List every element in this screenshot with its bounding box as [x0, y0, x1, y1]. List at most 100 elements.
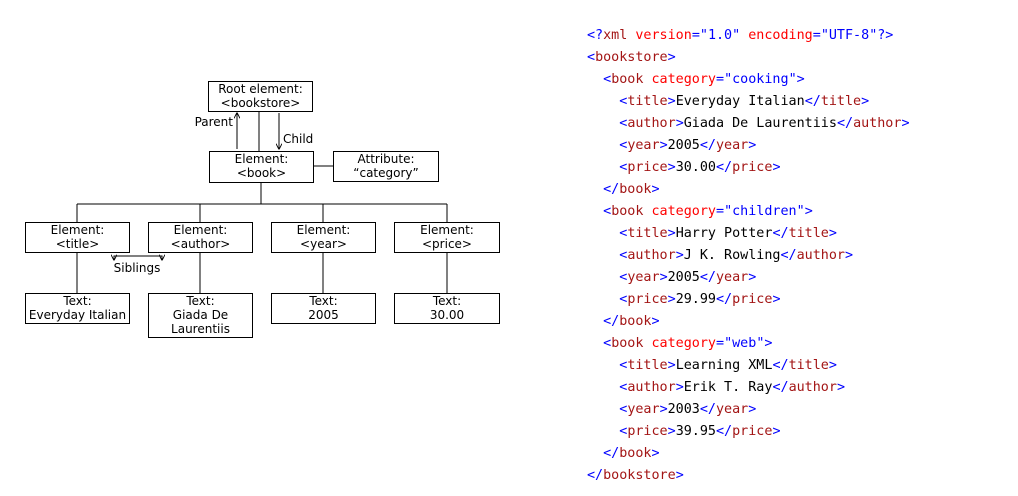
category-attribute-node-box — [333, 151, 439, 182]
xml-punct-token: > — [836, 380, 845, 395]
year-element-node-box — [271, 222, 376, 253]
xml-tag-token: title — [820, 94, 862, 109]
author-element-node-line-1: Element: — [174, 223, 228, 237]
xml-punct-token: </ — [772, 358, 789, 373]
xml-line: <year>2003</year> — [587, 399, 910, 421]
xml-text-token — [587, 336, 603, 351]
xml-punct-token: < — [603, 336, 612, 351]
xml-tag-token: book — [611, 336, 644, 351]
xml-punct-token: </ — [699, 138, 716, 153]
xml-punct-token: </ — [716, 160, 733, 175]
xml-text-token: 2005 — [667, 270, 700, 285]
xml-tag-token: price — [732, 292, 773, 307]
xml-punct-token: > — [845, 248, 854, 263]
book-element-node-line-2: <book> — [237, 166, 286, 180]
xml-tag-token: book — [619, 182, 652, 197]
xml-punct-token: " — [756, 336, 765, 351]
xml-punct-token: </ — [780, 248, 797, 263]
xml-punct-token: " — [699, 28, 708, 43]
xml-punct-token: > — [772, 424, 781, 439]
xml-punct-token: </ — [804, 94, 821, 109]
category-attribute-node: Attribute:“category” — [333, 151, 439, 182]
xml-punct-token: = — [716, 72, 725, 87]
xml-punct-token: > — [764, 336, 773, 351]
xml-tag-token: year — [627, 138, 660, 153]
siblings-label: Siblings — [114, 261, 161, 275]
xml-line: <author>Giada De Laurentiis</author> — [587, 113, 909, 135]
title-element-node-line-2: <title> — [56, 237, 100, 251]
xml-line: </book> — [587, 179, 910, 201]
xml-text-token: 29.99 — [675, 292, 716, 307]
xml-punct-token: > — [828, 358, 837, 373]
xml-punct-token: </ — [603, 314, 620, 329]
xml-punct-token: = — [716, 204, 725, 219]
xml-text-token — [587, 116, 619, 131]
author-text-node-box — [148, 293, 253, 338]
price-text-node-line-2: 30.00 — [430, 308, 464, 322]
book-element-node-box — [209, 151, 314, 183]
xml-tag-token: price — [627, 424, 668, 439]
xml-punct-token: > — [659, 402, 668, 417]
xml-text-token — [587, 402, 619, 417]
relation-arrows — [114, 113, 279, 260]
xml-punct-token: < — [619, 380, 628, 395]
price-element-node-line-2: <price> — [422, 237, 472, 251]
xml-tag-token: price — [732, 160, 773, 175]
xml-text-token — [587, 94, 619, 109]
xml-line: <title>Everyday Italian</title> — [587, 91, 910, 113]
xml-tag-token: title — [627, 358, 668, 373]
xml-text-token: 39.95 — [675, 424, 716, 439]
xml-value-token: children — [732, 204, 797, 219]
title-element-node: Element:<title> — [25, 222, 130, 253]
xml-line: <price>39.95</price> — [587, 421, 910, 443]
xml-text-token — [587, 292, 619, 307]
xml-text-token — [587, 380, 619, 395]
xml-punct-token: </ — [836, 116, 854, 131]
xml-tree-diagram: Parent Child Siblings Root element:<book… — [25, 81, 500, 338]
xml-punct-token: > — [861, 94, 870, 109]
xml-punct-token: > — [828, 226, 837, 241]
xml-punct-token: > — [651, 182, 660, 197]
price-text-node-box — [394, 293, 500, 324]
xml-punct-token: < — [619, 270, 628, 285]
root-element-node: Root element:<bookstore> — [208, 81, 313, 112]
xml-attr-token: category — [651, 72, 717, 87]
xml-punct-token: </ — [587, 468, 604, 483]
xml-line: <price>30.00</price> — [587, 157, 910, 179]
xml-punct-token: < — [619, 402, 628, 417]
xml-text-token: Everyday Italian — [675, 94, 805, 109]
xml-tag-token: year — [716, 138, 749, 153]
xml-text-token — [587, 226, 619, 241]
title-text-node-line-2: Everyday Italian — [29, 308, 126, 322]
year-text-node-box — [271, 293, 376, 324]
xml-punct-token: > — [667, 358, 676, 373]
xml-text-token — [587, 160, 619, 175]
xml-line: <year>2005</year> — [587, 267, 910, 289]
xml-line: <title>Learning XML</title> — [587, 355, 910, 377]
xml-tag-token: author — [627, 380, 676, 395]
xml-tag-token: book — [619, 314, 652, 329]
connector-lines — [76, 111, 448, 293]
xml-tag-token: xml — [603, 28, 628, 43]
xml-text-token — [587, 446, 603, 461]
xml-punct-token: > — [667, 160, 676, 175]
title-text-node-box — [25, 293, 130, 324]
siblings-arrow — [114, 256, 162, 260]
price-text-node-line-1: Text: — [432, 294, 461, 308]
xml-value-token: web — [732, 336, 757, 351]
xml-tag-token: author — [853, 116, 902, 131]
price-element-node: Element:<price> — [394, 222, 500, 253]
xml-punct-token: </ — [603, 182, 620, 197]
xml-line: <author>J K. Rowling</author> — [587, 245, 910, 267]
xml-punct-token: < — [603, 72, 612, 87]
xml-tag-token: price — [627, 292, 668, 307]
parent-label: Parent — [195, 115, 234, 129]
xml-punct-token: " — [869, 28, 878, 43]
xml-line: <price>29.99</price> — [587, 289, 910, 311]
xml-punct-token: " — [820, 28, 829, 43]
xml-punct-token: < — [619, 358, 628, 373]
xml-punct-token: > — [675, 116, 684, 131]
author-element-node-box — [148, 222, 253, 253]
xml-punct-token: > — [675, 248, 684, 263]
